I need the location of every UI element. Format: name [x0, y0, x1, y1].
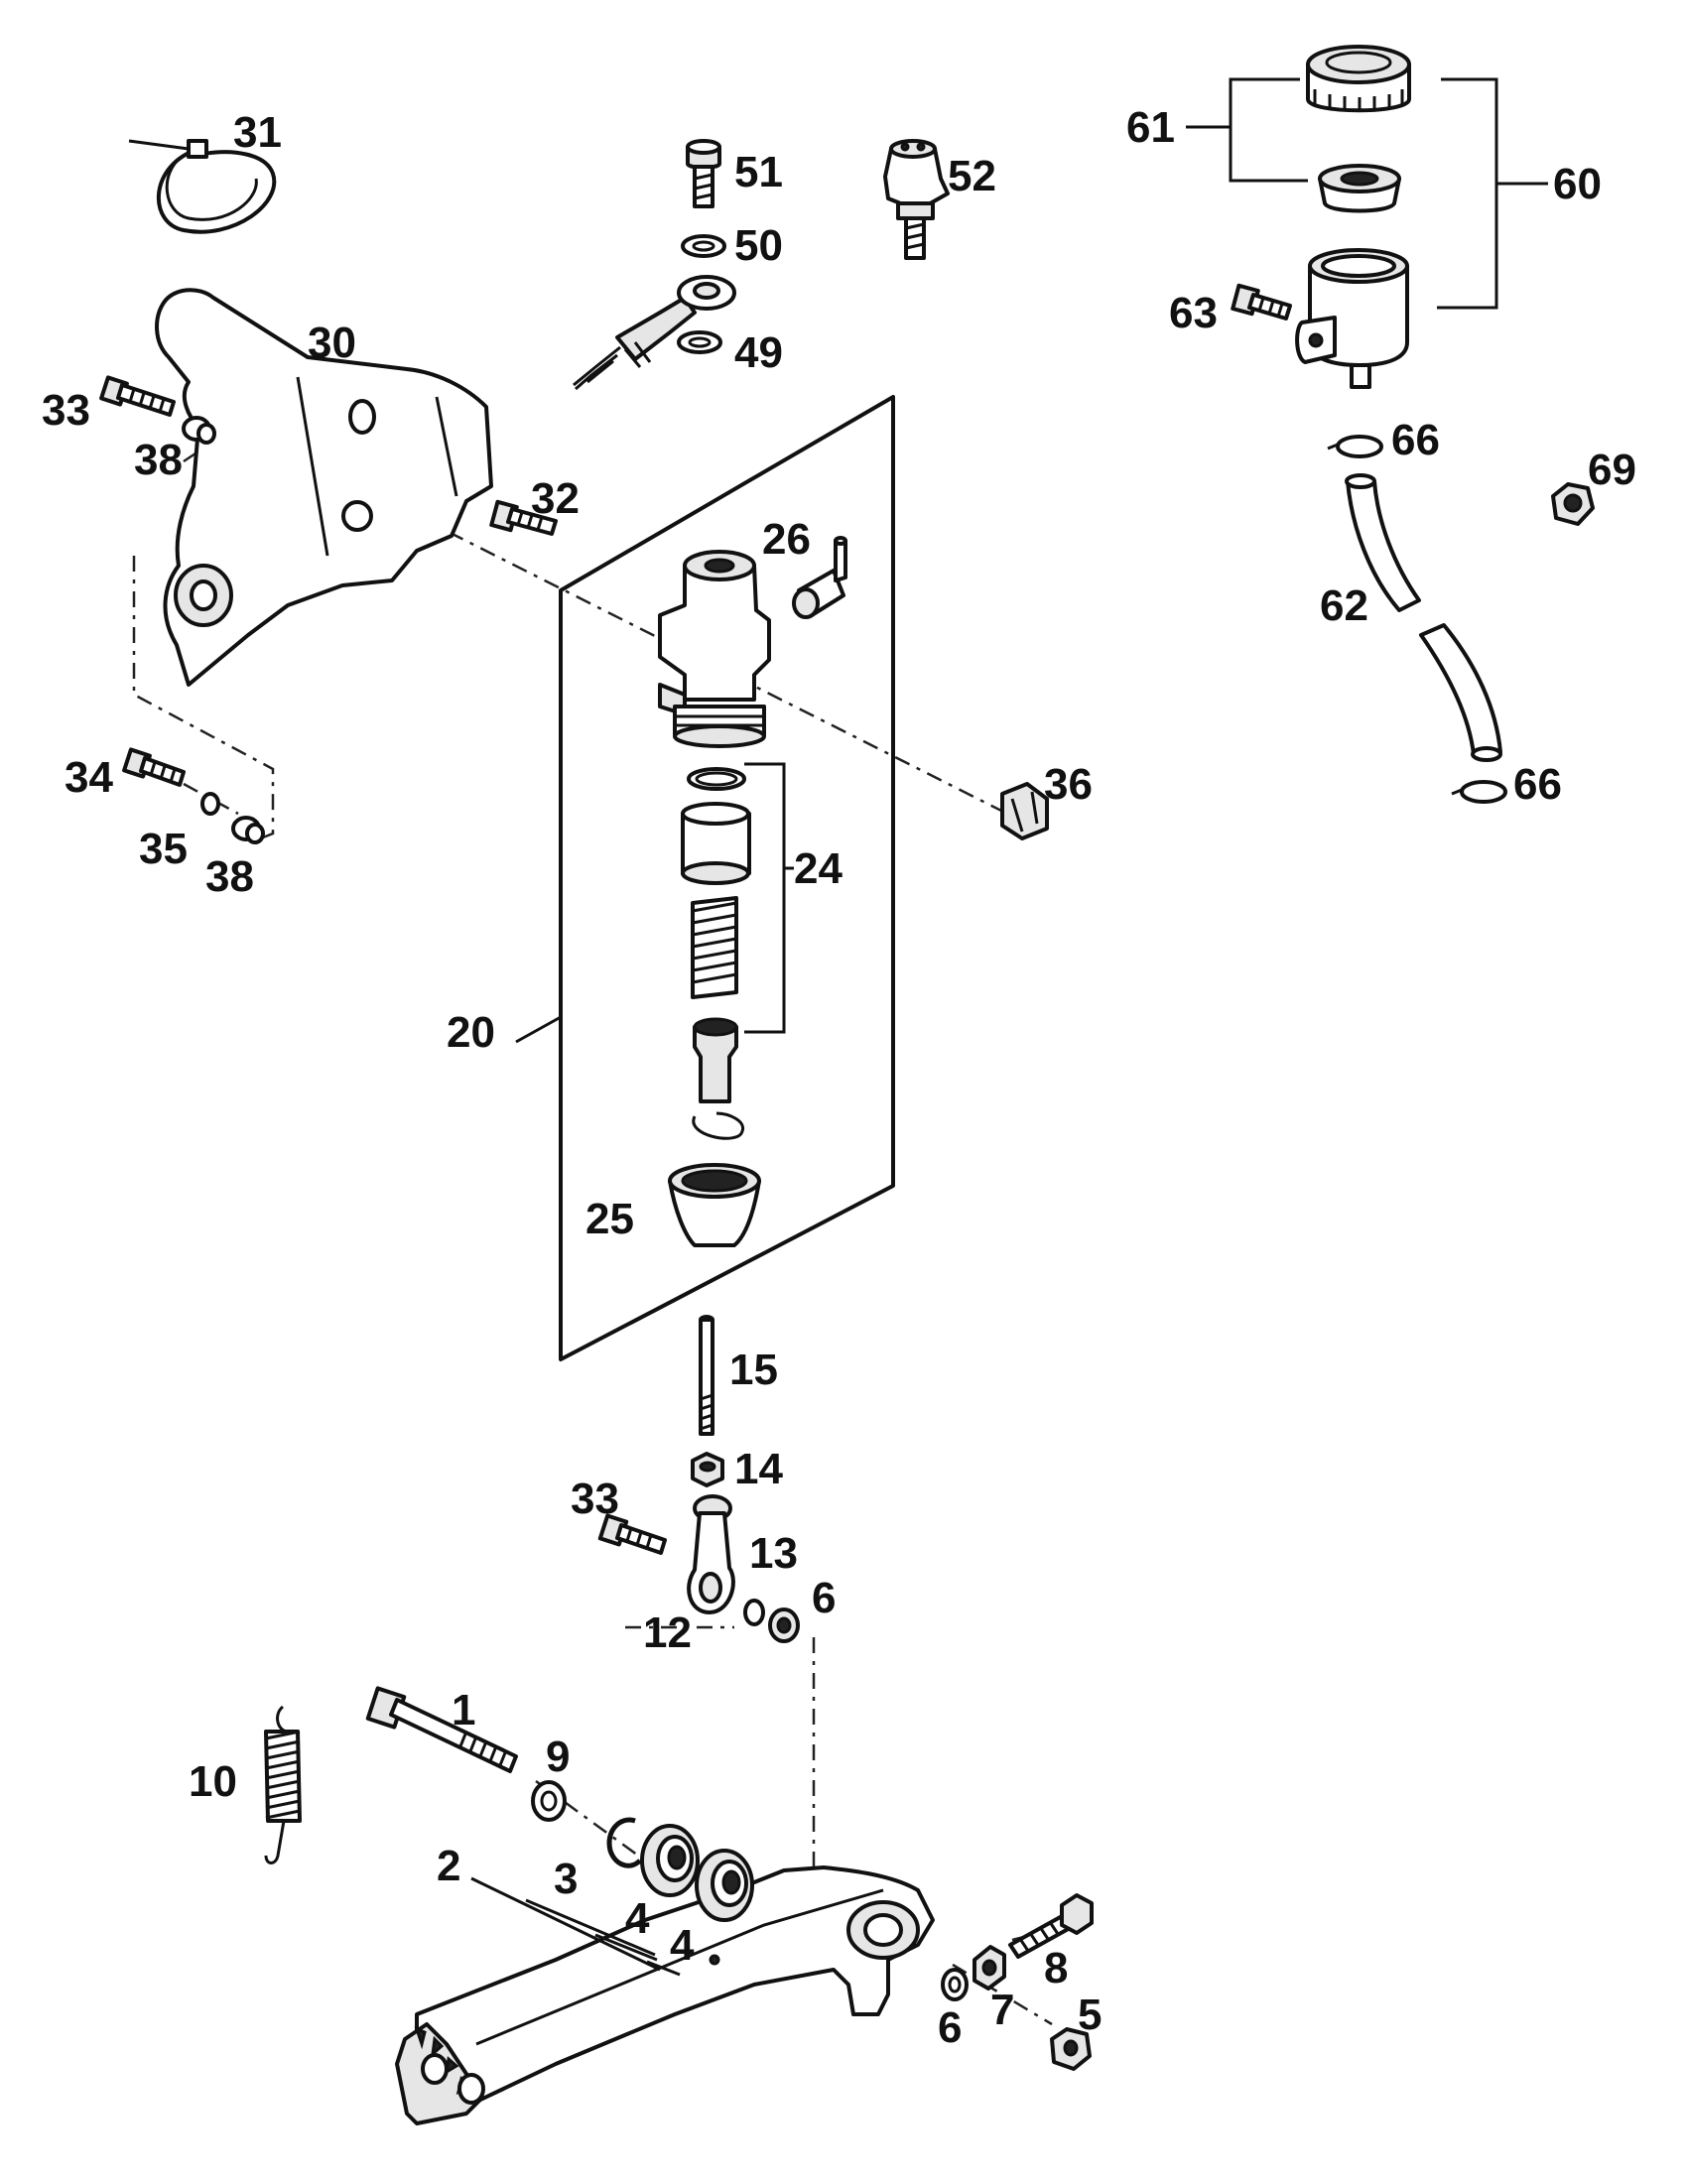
hose-clamp [1327, 435, 1383, 458]
master-cylinder-box [559, 395, 895, 1361]
callout-36: 36 [1044, 760, 1093, 809]
brake-cylinder-bracket [155, 288, 493, 687]
callout-63: 63 [1169, 289, 1218, 337]
nut [691, 1452, 724, 1487]
callout-32: 32 [531, 474, 580, 523]
reservoir-diaphragm [1318, 164, 1401, 213]
banjo-fitting [573, 275, 736, 391]
callout-38: 38 [134, 436, 183, 484]
hose-connector [792, 536, 847, 619]
washer [531, 1780, 567, 1822]
washer [743, 1599, 765, 1626]
callout-66: 66 [1513, 760, 1562, 809]
hex-nut [1551, 482, 1595, 526]
callout-leaders [470, 1876, 681, 1977]
dust-boot [668, 1163, 761, 1247]
bearing [695, 1849, 754, 1922]
brake-pedal [395, 1865, 935, 2125]
cable-tie [128, 139, 277, 234]
callout-labels: 31 30 33 38 32 34 35 38 51 52 50 49 26 3… [42, 103, 1636, 2052]
callout-6: 6 [812, 1574, 836, 1622]
callout-62: 62 [1320, 581, 1368, 630]
seal-ring [681, 234, 726, 258]
callout-24: 24 [794, 844, 843, 893]
reservoir-screw [1231, 283, 1292, 321]
bushing [182, 416, 216, 445]
callout-33: 33 [571, 1475, 619, 1523]
callout-4: 4 [625, 1894, 650, 1943]
callout-51: 51 [734, 148, 783, 196]
master-cylinder-body [658, 550, 771, 748]
reservoir-body [1295, 248, 1409, 389]
callout-38: 38 [205, 852, 254, 901]
bracket-screw [597, 1513, 667, 1555]
callout-15: 15 [729, 1346, 778, 1394]
pedal-screw [1008, 1893, 1094, 1959]
reservoir-cap [1306, 45, 1411, 113]
brake-light-switch [883, 139, 950, 260]
nut [768, 1607, 800, 1643]
callout-13: 13 [749, 1529, 798, 1578]
pedal-screw [365, 1686, 518, 1773]
callout-34: 34 [65, 753, 113, 802]
callout-26: 26 [762, 515, 811, 564]
hose-clamp [1451, 780, 1507, 804]
callout-2: 2 [437, 1842, 460, 1890]
circlip [606, 1817, 642, 1868]
washer [200, 792, 220, 816]
callout-10: 10 [189, 1757, 237, 1806]
callout-52: 52 [948, 152, 996, 200]
callout-31: 31 [233, 108, 282, 157]
return-spring [264, 1705, 302, 1864]
reservoir-hose [1345, 473, 1502, 762]
callout-12: 12 [643, 1608, 692, 1657]
callout-25: 25 [585, 1195, 634, 1243]
hex-nut [1000, 782, 1049, 840]
callout-69: 69 [1588, 446, 1636, 494]
piston-repair-kit [681, 767, 751, 1140]
fork-head [687, 1494, 735, 1614]
callout-60: 60 [1553, 160, 1602, 208]
bracket-screw [99, 375, 176, 417]
callout-33: 33 [42, 386, 90, 435]
callout-8: 8 [1044, 1944, 1068, 1992]
callout-20: 20 [447, 1008, 495, 1057]
seal-ring-inner [688, 336, 712, 348]
seal-ring-inner [692, 240, 715, 252]
callout-3: 3 [554, 1855, 578, 1903]
callout-1: 1 [452, 1686, 475, 1734]
callout-5: 5 [1078, 1991, 1102, 2039]
callout-49: 49 [734, 328, 783, 377]
nut [1050, 2027, 1092, 2071]
bracket-leaders [515, 77, 1548, 1044]
rod [699, 1315, 714, 1436]
callout-35: 35 [139, 825, 188, 873]
bearing [640, 1824, 700, 1897]
washer [941, 1968, 969, 2001]
bracket-screw-lower [122, 747, 186, 787]
callout-4: 4 [670, 1921, 695, 1970]
callout-7: 7 [990, 1986, 1014, 2034]
callout-30: 30 [308, 319, 356, 367]
bracket-screw [489, 499, 558, 536]
seal-ring [677, 330, 722, 354]
bushing [231, 816, 265, 844]
callout-14: 14 [734, 1445, 783, 1493]
callout-6: 6 [938, 2003, 962, 2052]
callout-66: 66 [1391, 416, 1440, 464]
callout-61: 61 [1126, 103, 1175, 152]
banjo-bolt [686, 139, 721, 208]
nut [973, 1945, 1006, 1991]
callout-50: 50 [734, 221, 783, 270]
callout-9: 9 [546, 1733, 570, 1781]
